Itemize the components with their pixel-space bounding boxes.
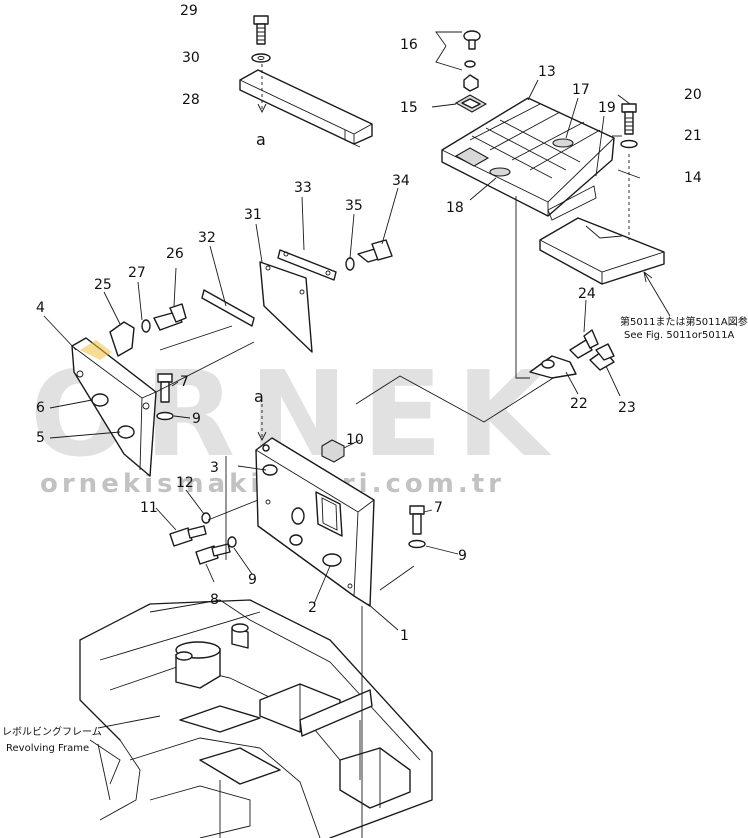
callout-18: 18 [446, 200, 464, 216]
callout-25: 25 [94, 277, 112, 293]
fig-ref-jp: 第5011または第5011A図参照 [620, 315, 748, 328]
callout-10: 10 [346, 432, 364, 448]
callout-12: 12 [176, 475, 194, 491]
callout-26: 26 [166, 246, 184, 262]
callout-24: 24 [578, 286, 596, 302]
callout-33: 33 [294, 180, 312, 196]
callout-labels: 29 30 28 a 16 13 17 15 19 20 21 14 18 33… [2, 3, 748, 754]
callout-9-center: 9 [248, 572, 257, 588]
callout-23: 23 [618, 400, 636, 416]
hinge-parts-22 [515, 196, 621, 397]
fig-ref-en: See Fig. 5011or5011A [624, 330, 734, 341]
callout-11: 11 [140, 500, 158, 516]
callout-a-mid: a [254, 387, 264, 406]
callout-27: 27 [128, 265, 146, 281]
callout-13: 13 [538, 64, 556, 80]
frame-label-en: Revolving Frame [6, 743, 89, 754]
callout-32: 32 [198, 230, 216, 246]
callout-14: 14 [684, 170, 702, 186]
cover-assembly-31 [159, 187, 399, 353]
callout-8: 8 [210, 592, 219, 608]
callout-20: 20 [684, 87, 702, 103]
callout-4: 4 [36, 300, 45, 316]
fasteners-center [155, 489, 459, 583]
callout-3: 3 [210, 460, 219, 476]
callout-6: 6 [36, 400, 45, 416]
revolving-frame [79, 456, 433, 838]
floor-plate-assembly-13 [431, 30, 671, 317]
callout-1: 1 [400, 628, 409, 644]
callout-2: 2 [308, 600, 317, 616]
callout-28: 28 [182, 92, 200, 108]
frame-label-jp: レボルビングフレーム [2, 725, 102, 738]
callout-9-left: 9 [192, 411, 201, 427]
side-panel-4 [43, 267, 191, 477]
callout-a-top: a [256, 130, 266, 149]
callout-21: 21 [684, 128, 702, 144]
callout-17: 17 [572, 82, 590, 98]
callout-35: 35 [345, 198, 363, 214]
callout-5: 5 [36, 430, 45, 446]
callout-7-left: 7 [180, 374, 189, 390]
callout-19: 19 [598, 100, 616, 116]
callout-22: 22 [570, 396, 588, 412]
callout-30: 30 [182, 50, 200, 66]
callout-9-right: 9 [458, 548, 467, 564]
bracket-assembly-28 [239, 15, 373, 148]
callout-16: 16 [400, 37, 418, 53]
callout-15: 15 [400, 100, 418, 116]
main-panel-1 [155, 341, 573, 631]
callout-7-right: 7 [434, 500, 443, 516]
callout-29: 29 [180, 3, 198, 19]
callout-34: 34 [392, 173, 410, 189]
callout-31: 31 [244, 207, 262, 223]
